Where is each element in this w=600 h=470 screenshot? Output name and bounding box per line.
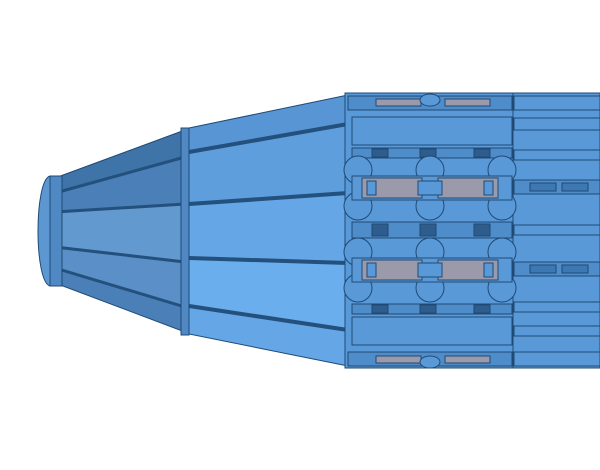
right-body-section: [513, 95, 600, 367]
rear-cone-section: [188, 94, 349, 367]
joint-ring: [180, 127, 190, 336]
front-cone-section: [54, 129, 186, 333]
module-upper: [343, 155, 517, 221]
nose-cap: [37, 175, 63, 287]
module-lower: [343, 237, 517, 303]
main-body: [343, 92, 600, 369]
